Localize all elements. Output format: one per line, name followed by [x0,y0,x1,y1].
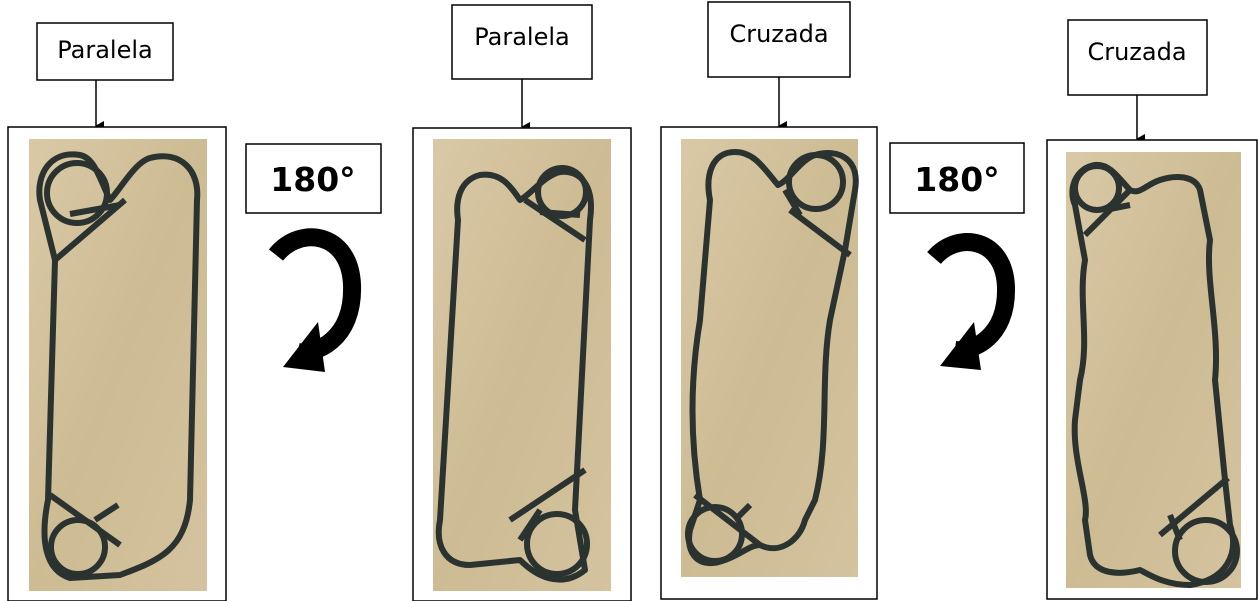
label-plate-1: Paralela [57,36,152,64]
plate-group-3: Cruzada [661,2,877,599]
rotation-label-right: 180° [914,160,999,199]
label-plate-4: Cruzada [1087,38,1186,66]
label-plate-3: Cruzada [729,20,828,48]
rotation-group-right: 180° [890,143,1024,370]
curved-rotation-arrow-icon [276,237,352,372]
plate-group-4: Cruzada [1047,20,1257,599]
rotation-label-left: 180° [270,160,355,199]
curved-rotation-arrow-icon [934,242,1006,370]
plate-group-2: Paralela [413,5,631,601]
rotation-group-left: 180° [246,144,381,372]
plate-group-1: Paralela [8,23,226,601]
label-plate-2: Paralela [474,23,569,51]
